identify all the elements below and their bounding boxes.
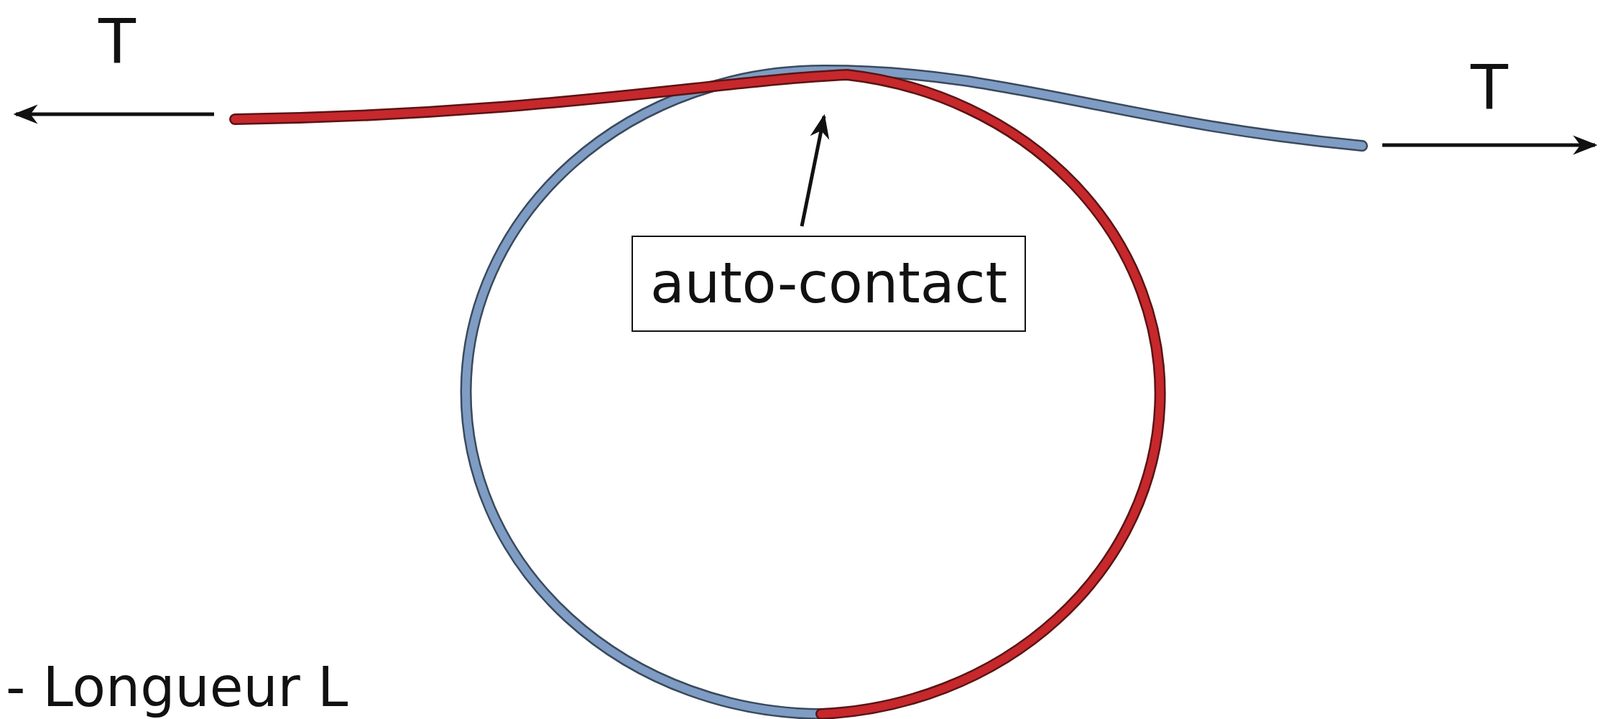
note-text: - Longueur L [5,660,348,715]
rod-outline [466,70,1363,715]
force-label: T [1470,56,1509,118]
rod-blue-half [466,70,1363,715]
force-label: T [98,10,136,72]
tension-arrow [1382,143,1595,148]
rod-outline [234,74,1161,715]
callout-text: auto-contact [650,252,1008,315]
tension-arrow [15,112,215,117]
callout-box: auto-contact [631,235,1026,332]
rod-red-half [234,74,1161,715]
leader-arrow [801,116,825,227]
